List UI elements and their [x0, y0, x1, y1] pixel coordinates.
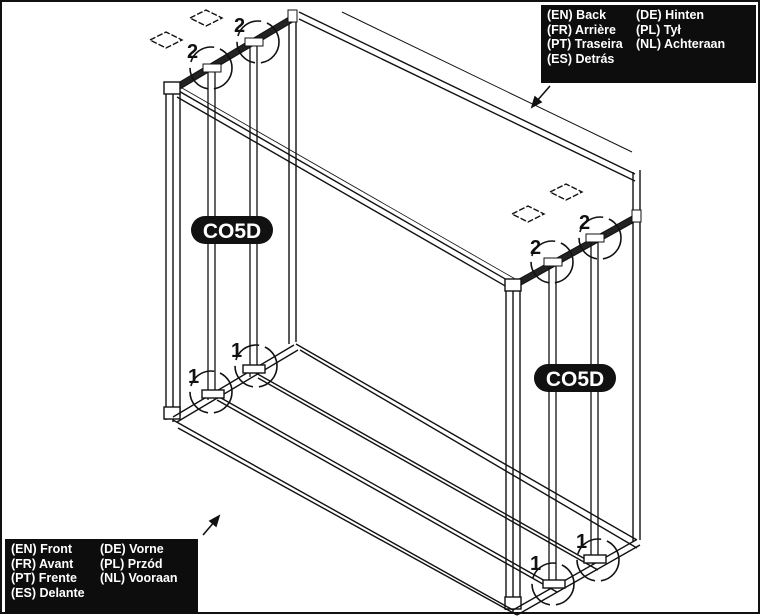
callout-numbers: 2 2 2 2 1 1 1 1 [187, 15, 590, 575]
back-direction-label: (EN) Back (DE) Hinten (FR) Arrière (PL) Ty… [541, 5, 756, 83]
label-row: (FR) Avant (PL) Przód [11, 557, 192, 572]
label-text: (EN) Front [11, 542, 73, 556]
front-right-post [504, 278, 522, 612]
front-top-rail [176, 87, 518, 292]
back-wall-frame [288, 10, 641, 542]
callout-number: 1 [188, 366, 199, 388]
callout-number: 2 [234, 15, 245, 37]
floor-frame [172, 343, 641, 616]
front-direction-label: (EN) Front (DE) Vorne (FR) Avant (PL) Przó… [5, 539, 198, 614]
front-arrow [202, 514, 221, 536]
back-arrow [530, 85, 551, 109]
label-row: (ES) Detrás [547, 52, 750, 67]
label-text: (ES) Detrás [547, 51, 615, 66]
front-left-post [163, 81, 181, 422]
label-text: (NL) Vooraan [100, 571, 178, 586]
callout-number: 1 [231, 340, 242, 362]
label-row: (EN) Front (DE) Vorne [11, 542, 192, 557]
label-text: (DE) Hinten [636, 8, 705, 22]
part-label-text: CO5D [203, 220, 261, 243]
label-text: (NL) Achteraan [636, 37, 726, 52]
callout-number: 1 [530, 553, 541, 575]
bracket-icon [148, 9, 584, 223]
part-label-text: CO5D [546, 368, 604, 391]
callout-number: 1 [576, 531, 587, 553]
top-stud-caps [202, 37, 605, 267]
callout-circles [189, 20, 622, 606]
label-row: (ES) Delante [11, 586, 192, 601]
right-studs [548, 236, 599, 590]
callout-number: 2 [187, 41, 198, 63]
callout-number: 2 [530, 237, 541, 259]
part-label-right: CO5D [534, 364, 616, 392]
label-row: (PT) Traseira (NL) Achteraan [547, 37, 750, 52]
label-text: (EN) Back [547, 8, 607, 22]
callout-number: 2 [579, 212, 590, 234]
part-label-left: CO5D [191, 216, 273, 244]
label-text: (PL) Tył [636, 22, 681, 37]
label-text: (ES) Delante [11, 585, 85, 600]
label-row: (PT) Frente (NL) Vooraan [11, 571, 192, 586]
label-row: (EN) Back (DE) Hinten [547, 8, 750, 23]
label-text: (PT) Frente [11, 571, 77, 586]
label-text: (PT) Traseira [547, 37, 623, 52]
label-text: (FR) Avant [11, 556, 74, 571]
label-text: (PL) Przód [100, 556, 163, 571]
label-text: (FR) Arrière [547, 22, 616, 37]
label-text: (DE) Vorne [100, 542, 164, 556]
label-row: (FR) Arrière (PL) Tył [547, 23, 750, 38]
